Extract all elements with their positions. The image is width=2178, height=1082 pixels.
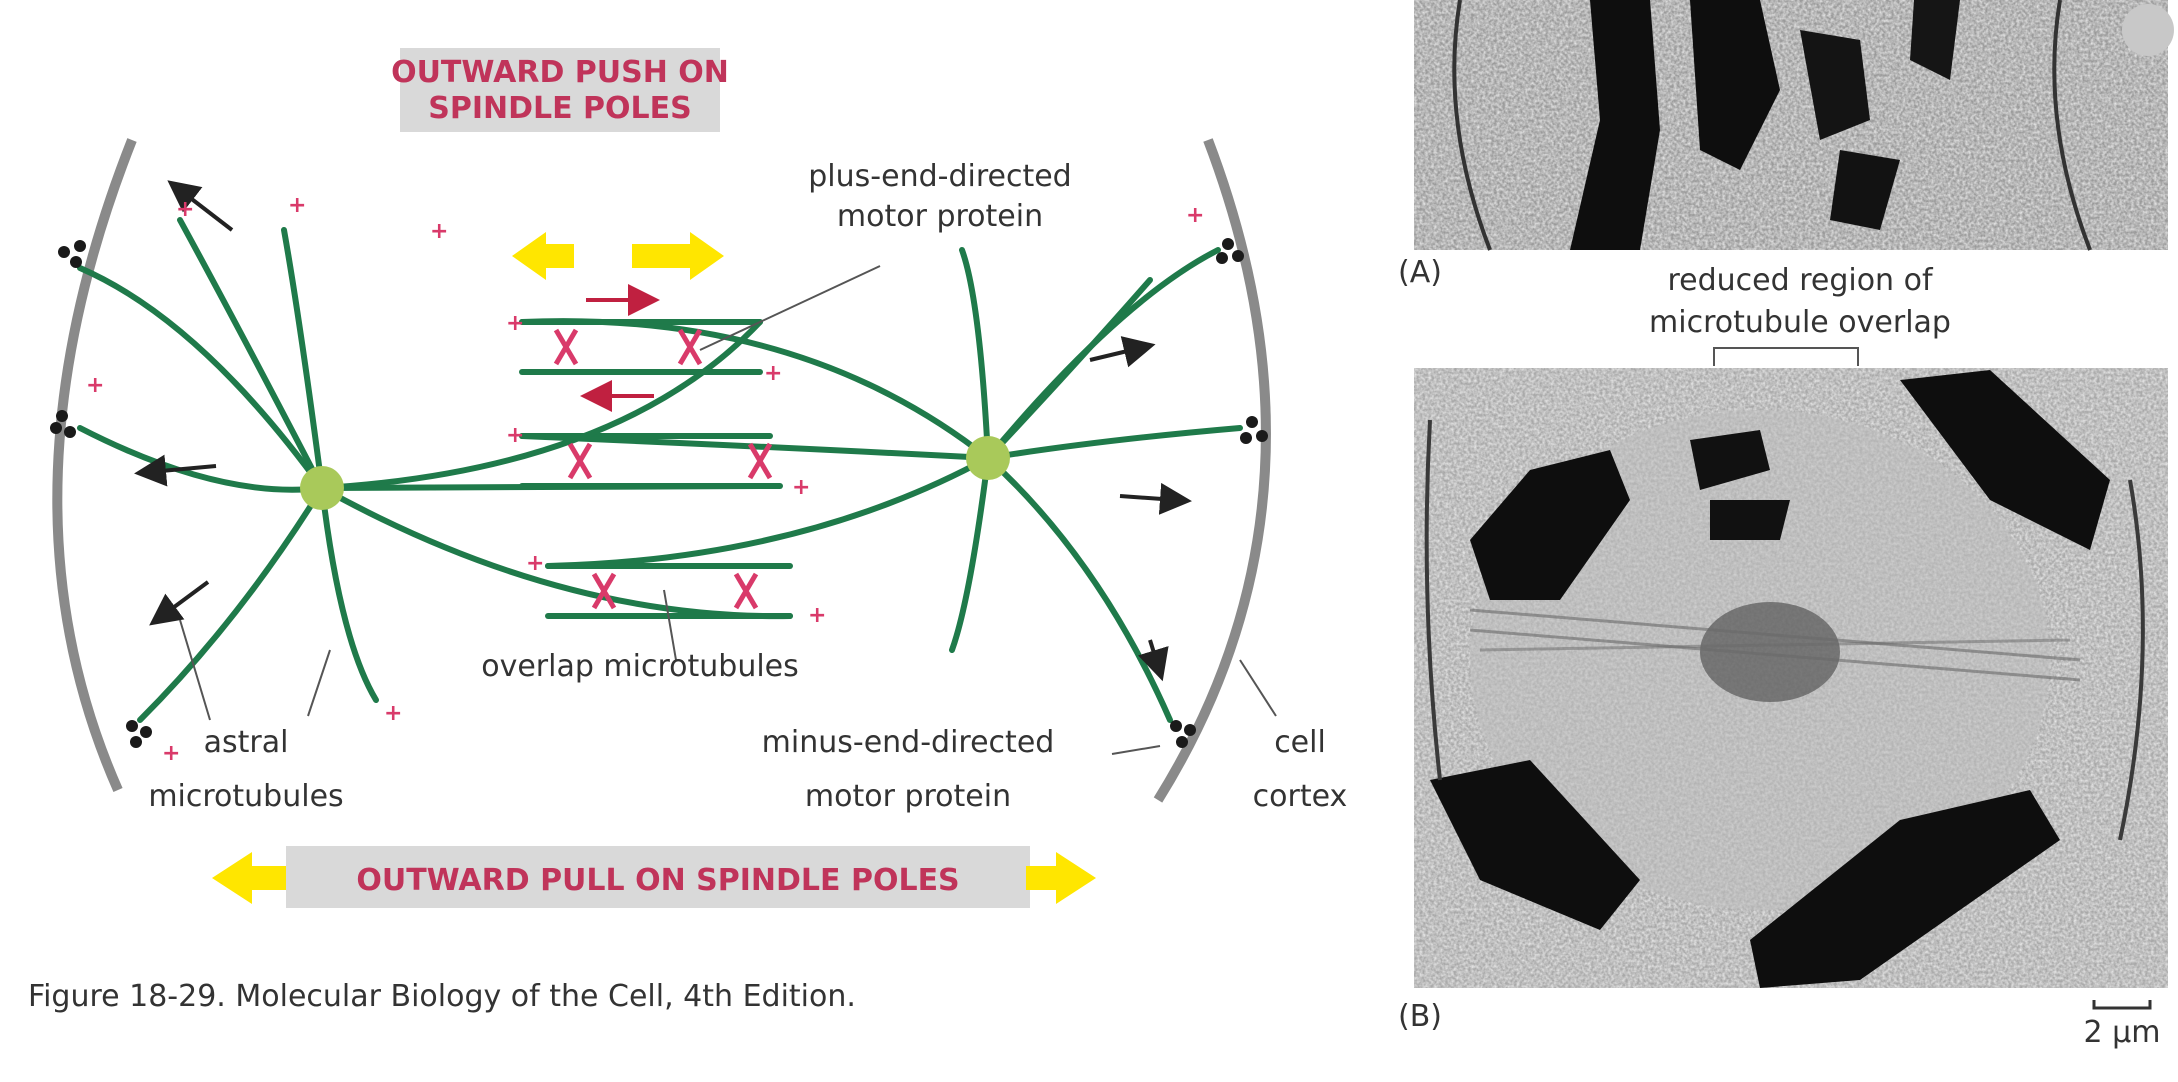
svg-text:+: + — [506, 311, 524, 336]
astral-label-line1: astral — [204, 725, 289, 760]
spindle-diagram: OUTWARD PUSH ON SPINDLE POLES — [28, 48, 1347, 1014]
micrograph-a — [1414, 0, 2174, 251]
push-heading-line1: OUTWARD PUSH ON — [391, 55, 729, 90]
svg-text:+: + — [384, 701, 402, 726]
figure-caption: Figure 18-29. Molecular Biology of the C… — [28, 979, 856, 1014]
cell-cortex-label-line2: cortex — [1253, 779, 1348, 814]
push-heading-box — [400, 48, 720, 132]
svg-text:+: + — [1186, 203, 1204, 228]
minus-motor-label-line1: minus-end-directed — [762, 725, 1055, 760]
push-arrow-right — [632, 232, 724, 280]
cell-cortex-right — [1153, 138, 1271, 803]
cell-cortex-label-line1: cell — [1274, 725, 1326, 760]
right-pole-microtubules — [519, 247, 1243, 723]
plus-motor-label-line2: motor protein — [837, 199, 1043, 234]
minus-motor-label-line2: motor protein — [805, 779, 1011, 814]
plus-motor-label-line1: plus-end-directed — [808, 159, 1071, 194]
minus-end-motors — [50, 238, 1268, 748]
svg-text:+: + — [764, 361, 782, 386]
panel-a-label: (A) — [1398, 255, 1442, 290]
svg-text:+: + — [288, 193, 306, 218]
panel-b-label: (B) — [1398, 999, 1442, 1034]
svg-text:+: + — [430, 219, 448, 244]
movement-arrows — [134, 180, 1192, 682]
push-arrow-left — [512, 232, 574, 280]
scale-bar-label: 2 µm — [2084, 1015, 2161, 1050]
svg-text:+: + — [526, 551, 544, 576]
overlap-bracket — [1713, 347, 1859, 366]
astral-label-line2: microtubules — [148, 779, 343, 814]
reduced-region-label-line1: reduced region of — [1667, 263, 1933, 298]
svg-text:+: + — [162, 741, 180, 766]
svg-text:+: + — [176, 197, 194, 222]
svg-text:+: + — [506, 423, 524, 448]
overlap-microtubules-label: overlap microtubules — [481, 649, 799, 684]
pull-heading: OUTWARD PULL ON SPINDLE POLES — [356, 863, 959, 898]
push-heading-line2: SPINDLE POLES — [428, 91, 692, 126]
svg-text:+: + — [808, 603, 826, 628]
svg-text:+: + — [86, 373, 104, 398]
svg-text:+: + — [792, 475, 810, 500]
left-pole-microtubules — [77, 217, 793, 723]
reduced-region-label-line2: microtubule overlap — [1649, 305, 1951, 340]
pull-arrow-right — [1026, 852, 1096, 904]
pull-arrow-left — [212, 852, 290, 904]
pull-heading-box — [286, 846, 1030, 908]
micrographs: (A) reduced region of microtubule overla… — [1398, 0, 2174, 1050]
label-pointers — [179, 265, 1277, 755]
overlap-microtubules — [519, 319, 793, 619]
cell-cortex-left — [52, 138, 137, 793]
plus-end-markers: + + + + + + + + + + + + + — [86, 193, 1204, 766]
micrograph-b — [1414, 368, 2168, 988]
plus-end-motors — [553, 328, 773, 610]
right-spindle-pole — [966, 436, 1010, 480]
scale-bar — [2092, 1000, 2152, 1010]
left-spindle-pole — [300, 466, 344, 510]
